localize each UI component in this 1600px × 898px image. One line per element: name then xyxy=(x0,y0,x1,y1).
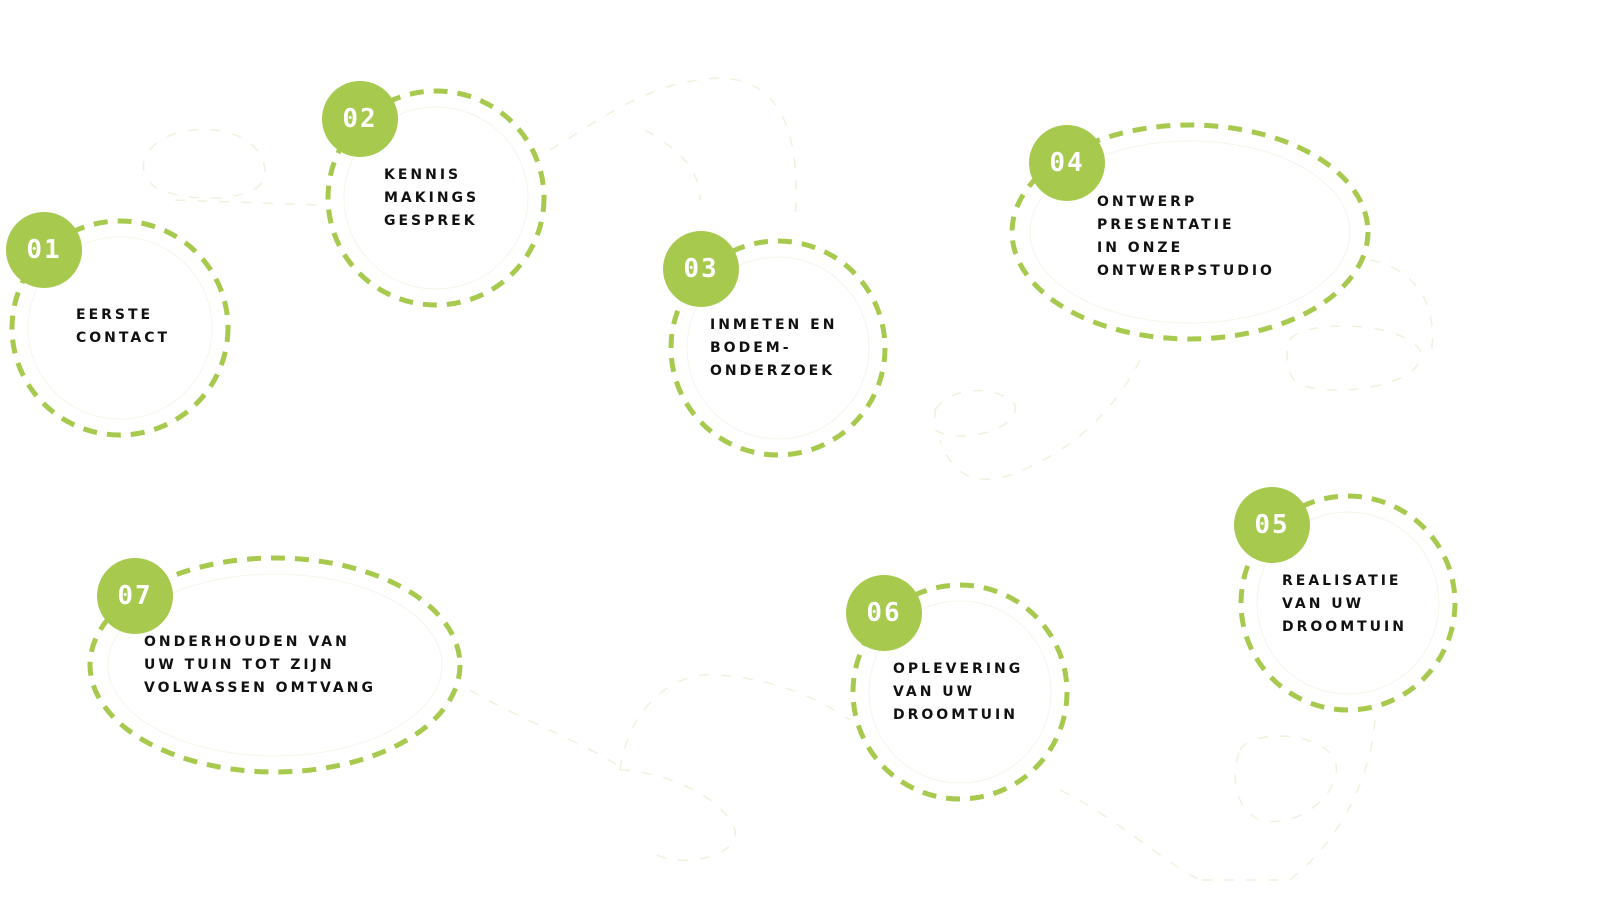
step-label-line: BODEM- xyxy=(710,340,792,356)
faint-path-3 xyxy=(549,77,797,221)
faint-path-13 xyxy=(1200,719,1376,881)
step-label: REALISATIE VAN UW DROOMTUIN xyxy=(1282,570,1407,639)
step-label-line: DROOMTUIN xyxy=(1282,619,1407,635)
step-label-line: ONTWERPSTUDIO xyxy=(1097,263,1275,279)
step-label: ONDERHOUDEN VAN UW TUIN TOT ZIJN VOLWASS… xyxy=(144,631,376,700)
step-number-badge: 02 xyxy=(322,81,398,157)
dashed-ring xyxy=(1009,122,1371,342)
faint-path-8 xyxy=(1369,259,1434,361)
step-number-badge: 05 xyxy=(1234,487,1310,563)
step-label-line: GESPREK xyxy=(384,213,478,229)
step-label-line: IN ONZE xyxy=(1097,240,1184,256)
step-label: KENNIS MAKINGS GESPREK xyxy=(384,164,479,233)
step-label-line: CONTACT xyxy=(76,330,171,346)
step-label-line: ONDERZOEK xyxy=(710,363,836,379)
step-label-line: OPLEVERING xyxy=(893,661,1024,677)
step-label: INMETEN EN BODEM- ONDERZOEK xyxy=(710,314,837,383)
dashed-ring xyxy=(87,555,463,775)
step-label-line: INMETEN EN xyxy=(710,317,838,333)
dashed-ring xyxy=(850,582,1070,802)
step-number-badge: 04 xyxy=(1029,125,1105,201)
faint-path-10 xyxy=(619,769,736,862)
step-label-line: EERSTE xyxy=(76,307,154,323)
step-label-line: ONTWERP xyxy=(1097,194,1198,210)
faint-path-14 xyxy=(1059,789,1201,881)
step-label-line: VAN UW xyxy=(1282,596,1365,612)
step-number-badge: 03 xyxy=(663,231,739,307)
step-number-badge: 01 xyxy=(6,212,82,288)
step-label-line: UW TUIN TOT ZIJN xyxy=(144,657,335,673)
faint-path-11 xyxy=(469,689,626,771)
faint-path-5 xyxy=(934,389,1016,437)
faint-path-2 xyxy=(174,199,321,206)
dashed-ring xyxy=(1238,493,1458,713)
step-number-badge: 06 xyxy=(846,575,922,651)
faint-path-1 xyxy=(142,128,266,199)
dashed-ring xyxy=(325,88,547,308)
step-label-line: MAKINGS xyxy=(384,190,480,206)
step-label-line: VAN UW xyxy=(893,684,976,700)
step-label-line: VOLWASSEN OMTVANG xyxy=(144,680,376,696)
step-label: OPLEVERING VAN UW DROOMTUIN xyxy=(893,658,1023,727)
step-number-badge: 07 xyxy=(97,558,173,634)
step-label: ONTWERP PRESENTATIE IN ONZE ONTWERPSTUDI… xyxy=(1097,191,1275,283)
step-label-line: KENNIS xyxy=(384,167,462,183)
step-label: EERSTE CONTACT xyxy=(76,304,170,350)
faint-path-4 xyxy=(644,129,701,201)
step-label-line: PRESENTATIE xyxy=(1097,217,1235,233)
dashed-ring xyxy=(9,218,231,438)
faint-path-9 xyxy=(619,673,851,771)
dashed-ring xyxy=(668,238,888,458)
faint-path-7 xyxy=(1286,325,1422,391)
step-label-line: DROOMTUIN xyxy=(893,707,1018,723)
faint-path-12 xyxy=(1234,735,1338,823)
step-label-line: REALISATIE xyxy=(1282,573,1402,589)
step-label-line: ONDERHOUDEN VAN xyxy=(144,634,350,650)
faint-path-6 xyxy=(939,359,1141,480)
